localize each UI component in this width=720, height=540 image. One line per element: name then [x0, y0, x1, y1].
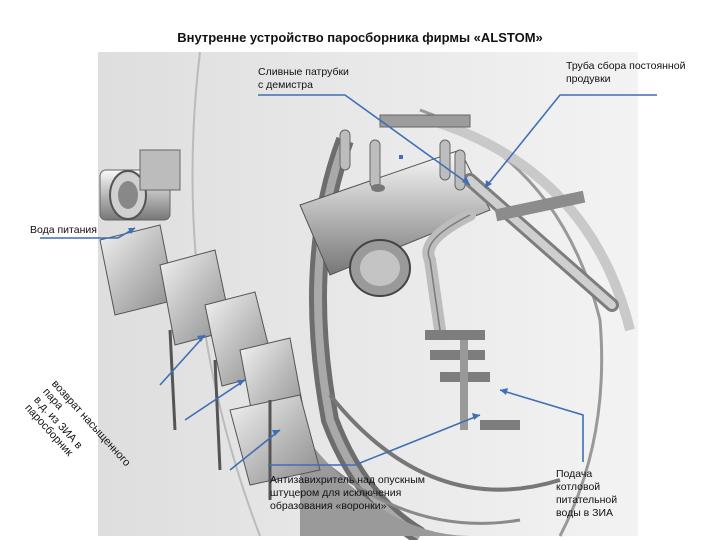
arrow-heads: [128, 176, 508, 436]
arrow-steam-return-3: [229, 429, 281, 471]
blowdown-collection-pipe: [463, 173, 619, 312]
label-drain-pipes: Сливные патрубки с демистра: [258, 66, 349, 91]
diagram-title: Внутренне устройство паросборника фирмы …: [177, 30, 543, 45]
separator-cylinder: [299, 149, 491, 297]
label-feed-water: Вода питания: [30, 224, 97, 236]
arrow-anti-vortex: [268, 414, 481, 466]
annotation-arrows: [40, 94, 657, 471]
label-boiler-feed: Подача котловой питательной воды в ЗИА: [556, 468, 618, 519]
anti-vortex-device: [425, 330, 520, 430]
bent-pipe-outline: [427, 214, 471, 331]
arrow-drain-pipes: [258, 94, 471, 186]
arrow-blowdown-pipe: [484, 94, 657, 189]
label-anti-vortex: Антизавихритель над опускным штуцером дл…: [270, 474, 425, 512]
label-blowdown-pipe: Труба сбора постоянной продувки: [566, 60, 686, 85]
marker-dot: [399, 155, 403, 159]
arrow-feed-water: [40, 227, 136, 239]
arrow-steam-return-1: [159, 334, 206, 386]
feed-water-header: [99, 149, 181, 221]
arrow-boiler-feed: [499, 389, 584, 462]
drum-bottom-shadow: [300, 430, 470, 536]
arrow-steam-return-2: [184, 379, 246, 421]
